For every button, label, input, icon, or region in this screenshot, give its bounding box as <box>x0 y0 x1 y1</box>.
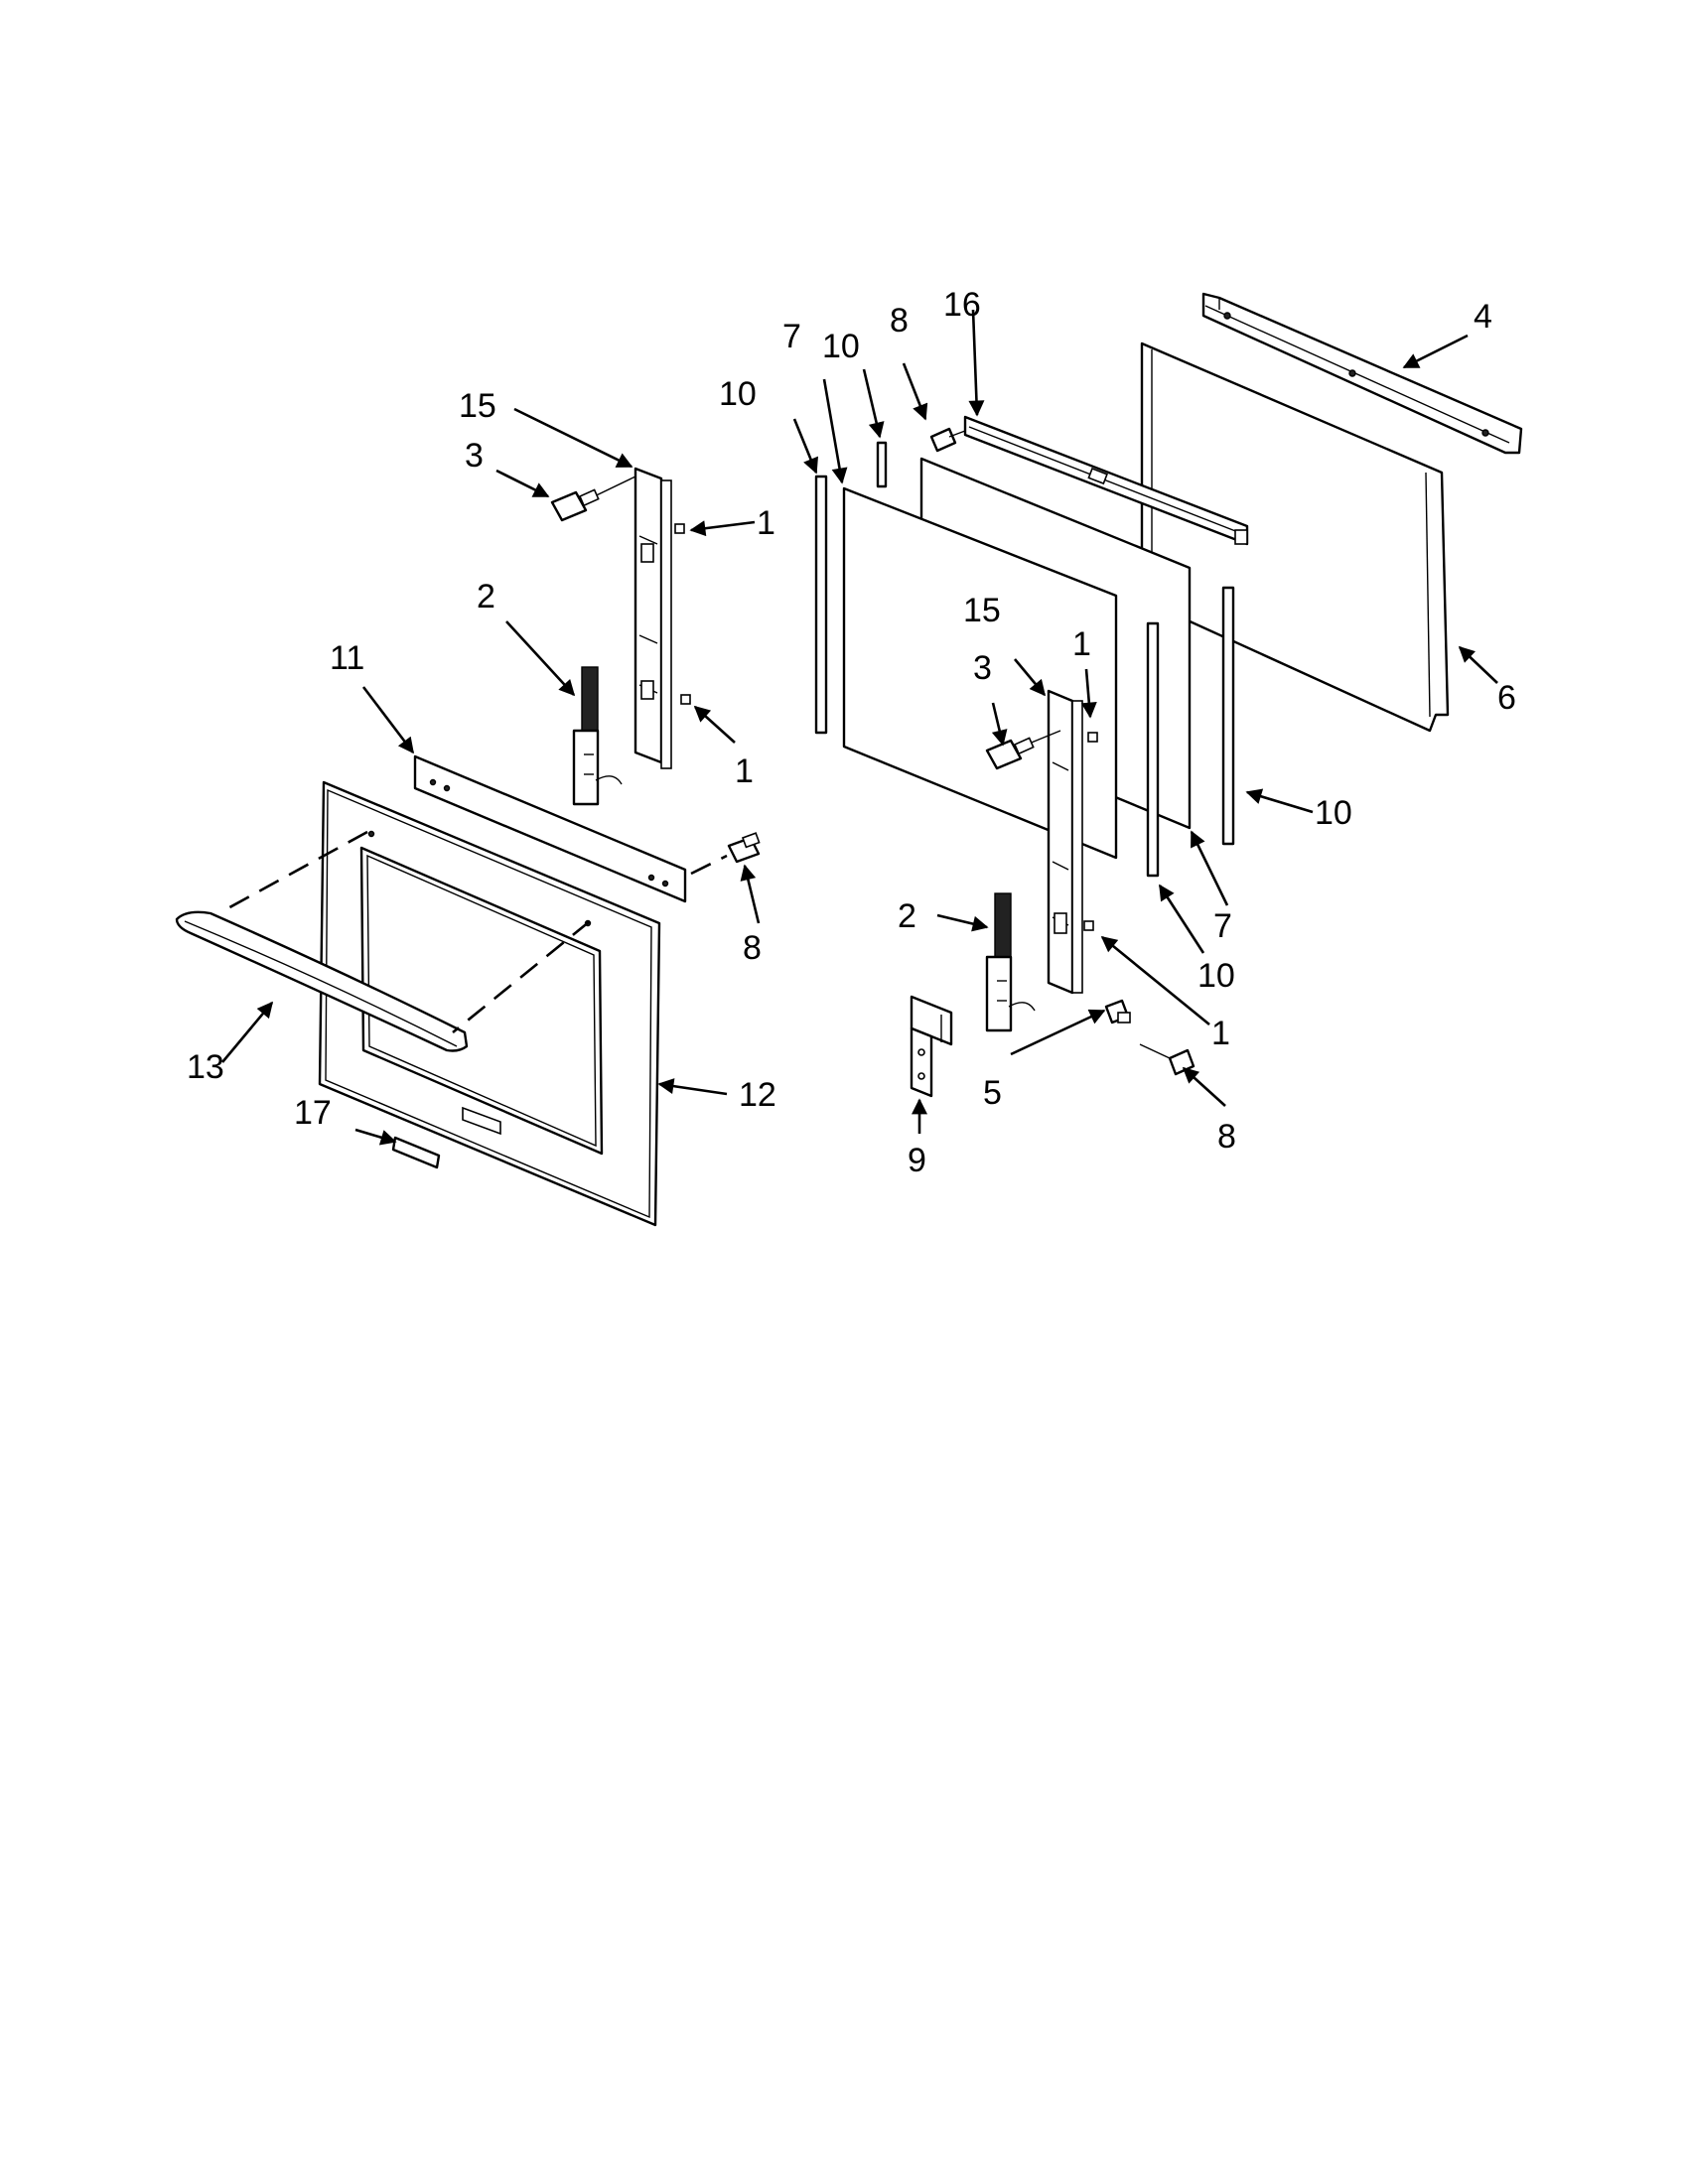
hinge-screw-right <box>985 730 1061 770</box>
callout-10-left: 10 <box>719 375 757 413</box>
callout-10-top: 10 <box>822 328 860 365</box>
callout-15-left: 15 <box>459 387 496 425</box>
callout-4: 4 <box>1474 298 1492 336</box>
hinge-left <box>572 666 623 806</box>
spacer-strip-left <box>814 475 828 735</box>
callout-8-left: 8 <box>743 929 762 967</box>
hinge-clip-b <box>680 694 691 705</box>
callout-13: 13 <box>187 1048 224 1086</box>
alignment-line-upper <box>221 830 368 913</box>
strike-bracket <box>910 995 953 1098</box>
callout-5: 5 <box>983 1074 1002 1112</box>
callout-8-bottom: 8 <box>1217 1118 1236 1156</box>
callout-11: 11 <box>330 639 364 677</box>
callout-17: 17 <box>294 1094 332 1132</box>
callout-6: 6 <box>1497 679 1516 717</box>
latch-clip <box>1104 999 1131 1024</box>
alignment-line-screw <box>690 854 728 876</box>
handle-mounting-strip <box>413 754 687 903</box>
callout-7-top: 7 <box>782 318 801 355</box>
alignment-line-lower <box>452 919 591 1034</box>
hinge-clip-a <box>674 523 685 534</box>
vent-bar <box>963 415 1249 546</box>
callout-1-lower-left: 1 <box>735 752 754 790</box>
callout-10-right: 10 <box>1315 794 1352 832</box>
hinge-clip-d <box>1083 920 1094 931</box>
callout-15-right: 15 <box>963 592 1001 629</box>
screw-left <box>727 832 761 864</box>
callout-16: 16 <box>943 286 981 324</box>
callout-12: 12 <box>739 1076 776 1114</box>
spacer-strip-top <box>876 441 888 488</box>
callout-1-upper-left: 1 <box>757 504 775 542</box>
callout-9: 9 <box>908 1142 926 1179</box>
callout-2-left: 2 <box>477 578 495 615</box>
top-trim-strip <box>1201 292 1523 455</box>
callout-labels: 4 16 8 10 7 10 15 3 1 2 11 1 6 15 1 3 10… <box>187 286 1516 1179</box>
spacer-strip-mid <box>1146 621 1160 878</box>
callout-2-right: 2 <box>898 897 916 935</box>
hinge-right <box>985 892 1036 1032</box>
door-handle <box>175 910 469 1052</box>
screw-top <box>929 427 966 453</box>
callout-1-lower-right: 1 <box>1211 1015 1230 1052</box>
callout-10-bottom: 10 <box>1197 957 1235 995</box>
badge <box>391 1136 441 1169</box>
callout-3-right: 3 <box>973 649 992 687</box>
hinge-channel-right <box>1047 689 1083 995</box>
callout-3-left: 3 <box>465 437 484 475</box>
callout-1-upper-right: 1 <box>1072 625 1091 663</box>
hinge-screw-left <box>550 476 636 522</box>
callout-8-top: 8 <box>890 302 909 340</box>
leader-lines <box>221 309 1498 1146</box>
spacer-strip-right <box>1221 586 1235 846</box>
hinge-channel-left <box>633 467 672 769</box>
hinge-clip-c <box>1087 732 1098 743</box>
callout-7-right: 7 <box>1213 907 1232 945</box>
